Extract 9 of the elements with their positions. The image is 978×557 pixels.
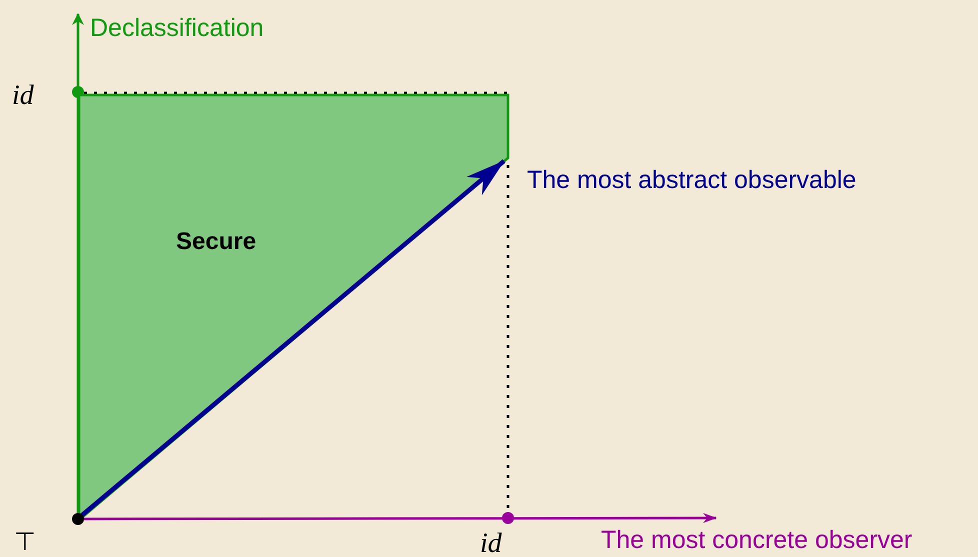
- arrow: [80, 159, 506, 518]
- origin-point: [72, 513, 84, 525]
- tick-label: id: [480, 530, 502, 557]
- top-symbol: ⊤: [14, 530, 36, 555]
- region-label: Secure: [176, 230, 256, 254]
- observable-label: The most abstract observable: [527, 168, 856, 193]
- axis-label: Declassification: [90, 16, 264, 41]
- axis-label: The most concrete observer: [601, 528, 912, 553]
- tick-label: id: [12, 82, 34, 110]
